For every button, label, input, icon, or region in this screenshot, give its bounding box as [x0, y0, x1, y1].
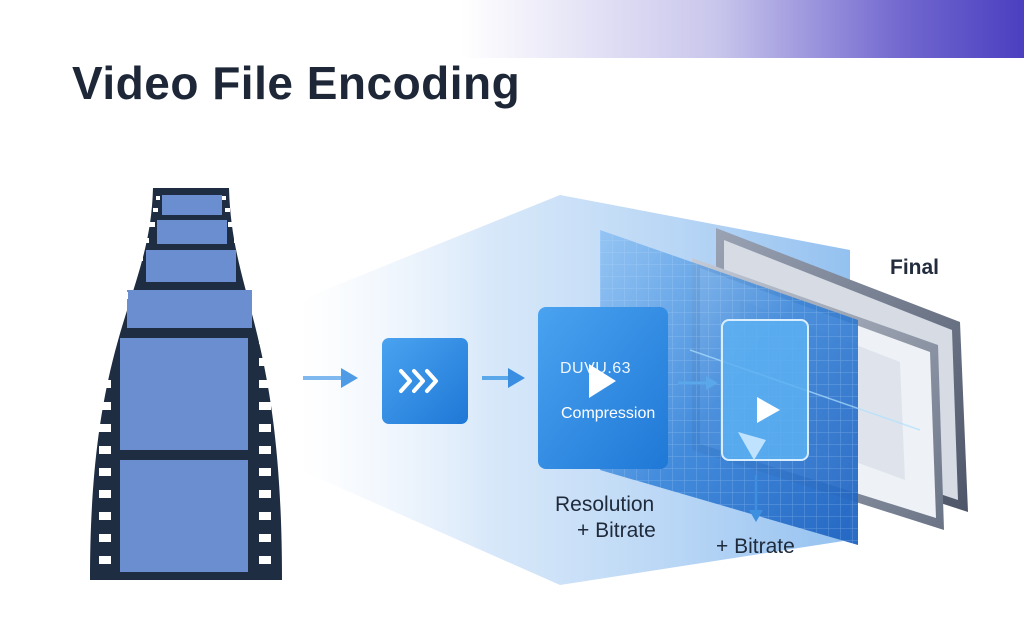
arrow-to-encoder [303, 368, 358, 388]
film-frame [120, 460, 248, 572]
film-frame [157, 220, 227, 244]
arrow-to-compression [482, 368, 525, 388]
film-frame [162, 195, 222, 215]
sprocket-holes-right [222, 196, 271, 564]
play-icon-small [757, 397, 780, 423]
final-label: Final [890, 256, 940, 279]
encoder-box [382, 338, 468, 424]
bitrate-label-2: + Bitrate [716, 535, 795, 558]
fast-forward-icon [399, 369, 438, 393]
film-frame [127, 290, 252, 328]
compression-label: Compression [561, 405, 656, 422]
page-title: Video File Encoding [72, 57, 521, 109]
film-frame [146, 250, 236, 282]
inner-video-tile [721, 319, 809, 461]
film-frame [120, 338, 248, 450]
film-strip [90, 188, 282, 580]
sprocket-holes-left [99, 196, 160, 564]
play-icon [589, 364, 616, 398]
header-gradient-band [0, 0, 1024, 58]
bitrate-label: + Bitrate [577, 519, 656, 542]
down-arrow-icon [749, 510, 763, 522]
cursor-shard-icon [738, 432, 766, 460]
right-arrow-icon [706, 376, 718, 390]
compression-box [538, 307, 668, 469]
codec-label: DUVU.63 [560, 360, 632, 377]
resolution-label: Resolution [555, 493, 655, 516]
